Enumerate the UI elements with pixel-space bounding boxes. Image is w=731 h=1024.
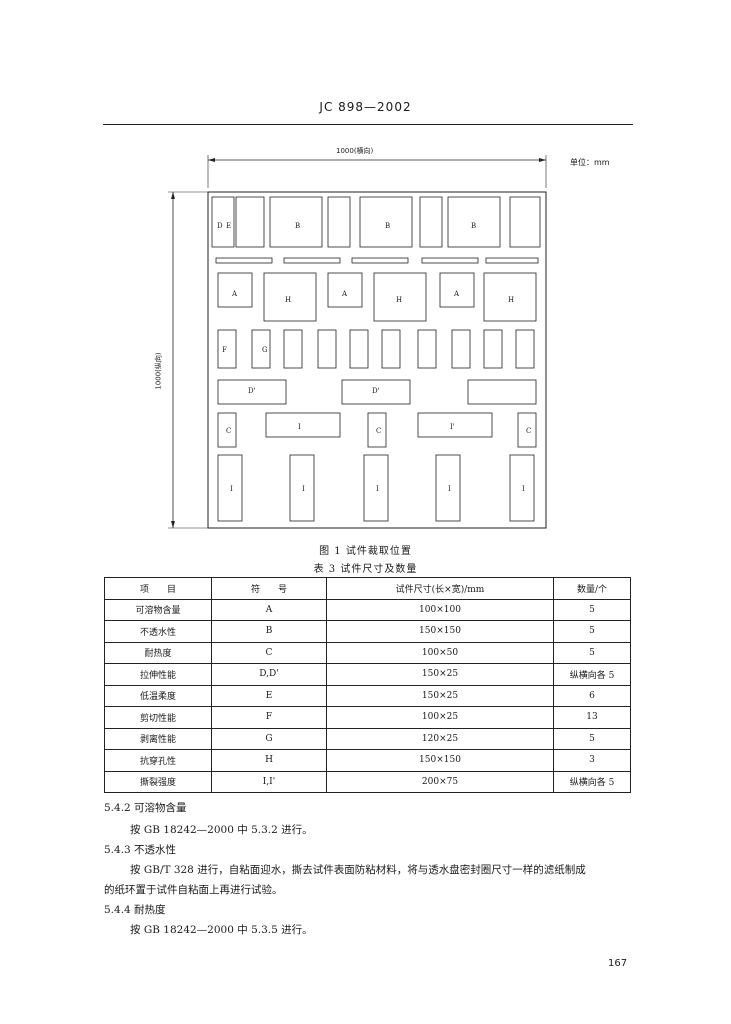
section-5-4-2-heading: 5.4.2 可溶物含量 xyxy=(104,802,187,814)
cell-size: 150×25 xyxy=(326,684,554,707)
cell-symbol: C xyxy=(211,641,327,664)
label-h-3: H xyxy=(508,296,515,304)
page-number: 167 xyxy=(608,958,628,969)
table-row: 不透水性 B 150×150 5 xyxy=(104,620,631,643)
cell-size: 150×150 xyxy=(326,620,554,643)
cell-count: 6 xyxy=(553,684,631,707)
label-b-1: B xyxy=(295,222,301,230)
section-5-4-4-heading: 5.4.4 耐热度 xyxy=(104,904,166,916)
label-d-prime-1: D' xyxy=(248,387,256,395)
cell-symbol: G xyxy=(211,727,327,750)
label-b-2: B xyxy=(385,222,391,230)
table-row: 拉伸性能 D,D' 150×25 纵横向各 5 xyxy=(104,663,631,686)
cell-size: 100×25 xyxy=(326,706,554,729)
cell-symbol: E xyxy=(211,684,327,707)
table-row: 可溶物含量 A 100×100 5 xyxy=(104,598,631,621)
cell-item: 撕裂强度 xyxy=(104,770,212,793)
label-i-prime-1: I xyxy=(298,423,301,431)
cell-count: 13 xyxy=(553,706,631,729)
header-symbol: 符 号 xyxy=(211,577,327,600)
cell-count: 5 xyxy=(553,641,631,664)
label-e: E xyxy=(226,222,232,230)
cell-symbol: D,D' xyxy=(211,663,327,686)
cell-count: 5 xyxy=(553,620,631,643)
cell-size: 120×25 xyxy=(326,727,554,750)
label-a-1: A xyxy=(232,290,238,298)
table-header-row: 项 目 符 号 试件尺寸(长×宽)/mm 数量/个 xyxy=(104,577,631,600)
label-h-2: H xyxy=(396,296,403,304)
cell-symbol: B xyxy=(211,620,327,643)
cell-symbol: F xyxy=(211,706,327,729)
label-b-3: B xyxy=(471,222,477,230)
sample-layout-figure xyxy=(168,155,547,529)
table-title: 表 3 试件尺寸及数量 xyxy=(313,564,418,575)
label-a-2: A xyxy=(342,290,348,298)
cell-count: 3 xyxy=(553,749,631,772)
label-f: F xyxy=(222,346,227,354)
label-i-1: I xyxy=(230,485,233,493)
section-5-4-3-text-1: 按 GB/T 328 进行，自粘面迎水，撕去试件表面防粘材料，将与透水盘密封圈尺… xyxy=(130,864,586,876)
table-row: 撕裂强度 I,I' 200×75 纵横向各 5 xyxy=(104,770,631,793)
section-5-4-2-text: 按 GB 18242—2000 中 5.3.2 进行。 xyxy=(130,824,313,836)
header-rule xyxy=(103,124,633,125)
header-count: 数量/个 xyxy=(553,577,631,600)
label-g: G xyxy=(262,346,268,354)
cell-size: 200×75 xyxy=(326,770,554,793)
table-row: 耐热度 C 100×50 5 xyxy=(104,641,631,664)
label-a-3: A xyxy=(454,290,460,298)
figure-width-label: 1000(横向) xyxy=(336,147,374,155)
section-5-4-3-text-2: 的纸环置于试件自粘面上再进行试验。 xyxy=(104,884,283,896)
label-i-prime-2: I' xyxy=(450,423,455,431)
cell-item: 抗穿孔性 xyxy=(104,749,212,772)
cell-size: 100×100 xyxy=(326,598,554,621)
figure-unit-label: 单位：mm xyxy=(570,158,610,167)
label-d-prime-2: D' xyxy=(372,387,380,395)
label-i-5: I xyxy=(522,485,525,493)
header-size: 试件尺寸(长×宽)/mm xyxy=(326,577,554,600)
cell-count: 5 xyxy=(553,598,631,621)
cell-item: 耐热度 xyxy=(104,641,212,664)
cell-symbol: A xyxy=(211,598,327,621)
section-5-4-4-text: 按 GB 18242—2000 中 5.3.5 进行。 xyxy=(130,924,313,936)
cell-size: 150×150 xyxy=(326,749,554,772)
label-i-2: I xyxy=(302,485,305,493)
cell-size: 150×25 xyxy=(326,663,554,686)
specimen-table: 项 目 符 号 试件尺寸(长×宽)/mm 数量/个 可溶物含量 A 100×10… xyxy=(104,577,631,793)
label-c-2: C xyxy=(376,427,382,435)
label-h-1: H xyxy=(285,296,292,304)
figure-caption: 图 1 试件裁取位置 xyxy=(319,546,412,557)
cell-item: 低温柔度 xyxy=(104,684,212,707)
label-i-3: I xyxy=(376,485,379,493)
cell-size: 100×50 xyxy=(326,641,554,664)
cell-symbol: H xyxy=(211,749,327,772)
table-row: 低温柔度 E 150×25 6 xyxy=(104,684,631,707)
section-5-4-3-heading: 5.4.3 不透水性 xyxy=(104,844,177,856)
cell-item: 不透水性 xyxy=(104,620,212,643)
table-row: 抗穿孔性 H 150×150 3 xyxy=(104,749,631,772)
cell-symbol: I,I' xyxy=(211,770,327,793)
label-c-1: C xyxy=(226,427,232,435)
figure-height-label: 1000(纵向) xyxy=(154,352,163,390)
cell-count: 纵横向各 5 xyxy=(553,663,631,686)
label-d: D xyxy=(217,222,223,230)
table-row: 剥离性能 G 120×25 5 xyxy=(104,727,631,750)
page-header-title: JC 898—2002 xyxy=(319,100,412,114)
cell-item: 剥离性能 xyxy=(104,727,212,750)
header-item: 项 目 xyxy=(104,577,212,600)
cell-count: 纵横向各 5 xyxy=(553,770,631,793)
label-i-4: I xyxy=(448,485,451,493)
cell-item: 剪切性能 xyxy=(104,706,212,729)
cell-count: 5 xyxy=(553,727,631,750)
cell-item: 拉伸性能 xyxy=(104,663,212,686)
label-c-3: C xyxy=(526,427,532,435)
cell-item: 可溶物含量 xyxy=(104,598,212,621)
table-row: 剪切性能 F 100×25 13 xyxy=(104,706,631,729)
